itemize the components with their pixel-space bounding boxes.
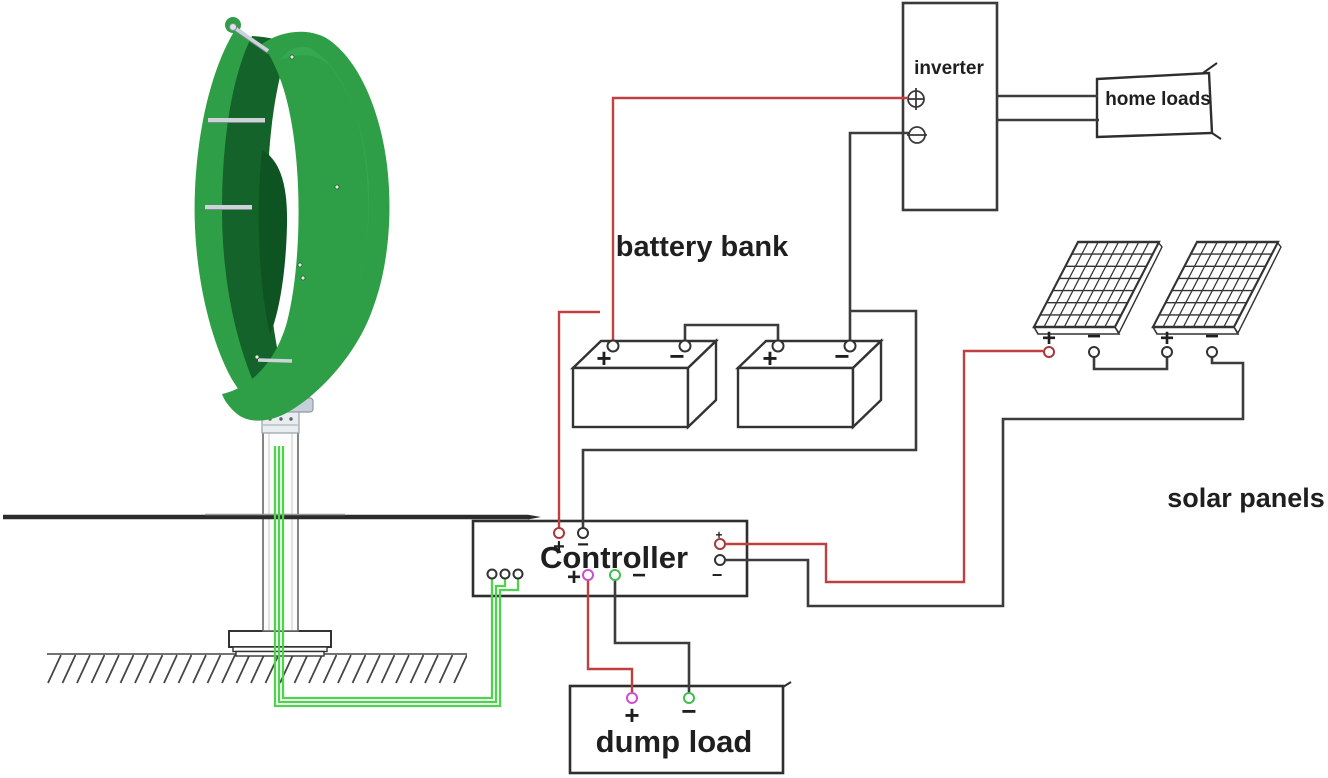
- home-loads-corner-tick-top: [1202, 62, 1218, 74]
- battery1-plus-mark: +: [596, 343, 611, 373]
- solar1-minus-mark: −: [1087, 323, 1101, 350]
- wire-battery1-positive-to-inverter: [611, 96, 908, 340]
- wind-turbine: [194, 17, 390, 657]
- battery-2: [735, 338, 884, 430]
- turbine-pole: [262, 429, 299, 632]
- turbine-blade-center-shadow: [258, 150, 288, 335]
- wire-controller-to-dump-negative: [613, 580, 691, 693]
- ground: [47, 653, 467, 685]
- controller-solar-positive-terminal: [714, 538, 726, 550]
- inverter-positive-icon: [907, 88, 925, 110]
- dump-plus-mark: +: [624, 700, 639, 730]
- solar-panel-2: [1151, 240, 1282, 335]
- turbine-collar-bolt: [279, 417, 283, 421]
- battery1-negative-terminal: [678, 339, 692, 353]
- wire-controller-to-solar-positive: [726, 349, 1043, 584]
- home-loads-box: [1095, 62, 1222, 140]
- solar2-minus-mark: −: [1205, 323, 1219, 350]
- controller-solar-plus-mark: +: [715, 528, 722, 542]
- dump-negative-terminal: [683, 692, 695, 704]
- dump-positive-terminal: [626, 692, 638, 704]
- wire-battery2-negative-to-inverter: [848, 131, 909, 341]
- battery-1: [570, 338, 719, 430]
- dump-load-label: dump load: [596, 724, 753, 759]
- controller-turbine-terminal-1: [486, 568, 498, 580]
- dump-minus-mark: −: [681, 696, 696, 726]
- wire-turbine-phase-2: [277, 446, 507, 704]
- controller-battery-negative-terminal: [577, 527, 589, 539]
- dump-load-box: [568, 681, 792, 775]
- wire-controller-to-solar-negative: [726, 357, 1245, 608]
- solar2-negative-terminal: [1206, 346, 1218, 358]
- wire-controller-battery-positive: [557, 310, 600, 528]
- battery-bank-label: battery bank: [616, 231, 789, 263]
- home-loads-corner-tick-bottom: [1211, 132, 1222, 140]
- wire-battery-negative-to-controller: [581, 309, 918, 528]
- controller-battery-positive-terminal: [553, 527, 565, 539]
- wire-turbine-phase-1: [281, 446, 494, 700]
- horizon-line: [3, 513, 541, 520]
- dump-load-corner-tick: [782, 681, 792, 688]
- controller-dump-positive-terminal: [582, 569, 594, 581]
- inverter-label: inverter: [914, 58, 984, 79]
- controller-turbine-terminal-2: [499, 568, 511, 580]
- controller-solar-minus-mark: −: [712, 565, 723, 585]
- solar2-positive-terminal: [1161, 346, 1173, 358]
- solar1-positive-terminal: [1043, 346, 1055, 358]
- turbine-collar-bolt: [289, 417, 293, 421]
- solar1-plus-mark: +: [1042, 325, 1056, 352]
- battery2-plus-mark: +: [762, 343, 777, 373]
- battery2-positive-terminal: [771, 339, 785, 353]
- controller-label: Controller: [540, 540, 688, 575]
- inverter-box: [901, 1, 999, 212]
- polarity-marks: + − + − + − + − + − + − + − + −: [553, 323, 1219, 730]
- inverter-negative-icon: [907, 126, 927, 144]
- wire-battery-series-link: [683, 323, 780, 341]
- controller-turbine-terminal-3: [512, 568, 524, 580]
- battery2-negative-terminal: [843, 339, 857, 353]
- turbine-bolts: [254, 54, 340, 360]
- controller-dump-plus-mark: +: [567, 564, 581, 591]
- controller-battery-plus-mark: +: [553, 536, 565, 558]
- battery1-positive-terminal: [606, 339, 620, 353]
- solar-panels-label: solar panels: [1167, 483, 1325, 513]
- wire-turbine-phase-3: [273, 446, 520, 708]
- controller-dump-minus-mark: −: [632, 562, 646, 589]
- wire-controller-to-dump-positive: [586, 580, 634, 693]
- turbine-blade-left-inner: [222, 36, 290, 392]
- controller-dump-negative-terminal: [609, 569, 621, 581]
- solar1-negative-terminal: [1088, 346, 1100, 358]
- battery2-minus-mark: −: [834, 341, 849, 371]
- solar-panel-1: [1032, 240, 1163, 335]
- ground-hatch: [47, 654, 467, 685]
- battery1-minus-mark: −: [669, 341, 684, 371]
- home-loads-label: home loads: [1105, 89, 1211, 110]
- labels: battery bank inverter home loads Control…: [540, 58, 1325, 759]
- solar2-plus-mark: +: [1160, 325, 1174, 352]
- turbine-blade-front: [222, 31, 390, 421]
- controller-battery-minus-mark: −: [577, 534, 589, 556]
- turbine-struts: [205, 23, 293, 363]
- controller-solar-negative-terminal: [714, 554, 726, 566]
- wire-solar-series-link: [1092, 357, 1169, 371]
- terminals: [486, 339, 1218, 704]
